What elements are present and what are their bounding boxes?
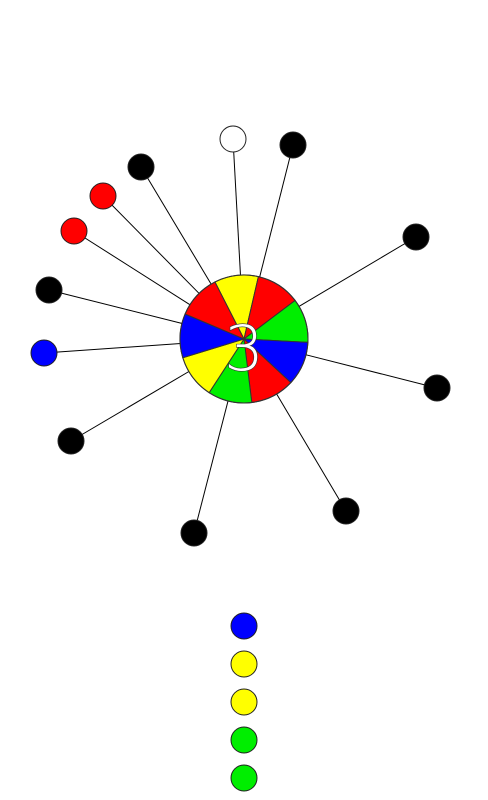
pin-black [402,223,430,251]
pin-black [57,427,85,455]
pin-line [293,236,417,310]
queued-ball-green [230,726,258,754]
pin-line [300,352,438,389]
pin-black [423,374,451,402]
queued-ball-yellow [230,688,258,716]
pin-black [35,276,63,304]
pin-black [127,153,155,181]
next-ball-blue[interactable] [230,612,258,640]
pin-line [43,342,187,354]
pin-empty [219,125,247,153]
pin-black [279,131,307,159]
pin-line [273,388,347,512]
ball-queue [230,612,258,792]
pin-line [73,230,196,309]
pin-line [48,289,188,326]
pin-line [140,166,215,290]
color-wheel [179,274,309,404]
pin-line [257,144,294,283]
pin-black [180,519,208,547]
pin-line [193,395,230,534]
pin-black [332,497,360,525]
queued-ball-green [230,764,258,792]
pin-line [232,138,242,282]
wheel-rim [179,274,309,404]
pin-red [89,182,117,210]
stuck-pins [30,125,451,547]
queued-ball-yellow [230,650,258,678]
pin-line [70,368,195,442]
pin-blue [30,339,58,367]
pin-red [60,217,88,245]
pin-line [102,195,204,299]
level-number: 3 [224,312,263,385]
pin-lines [43,138,438,534]
